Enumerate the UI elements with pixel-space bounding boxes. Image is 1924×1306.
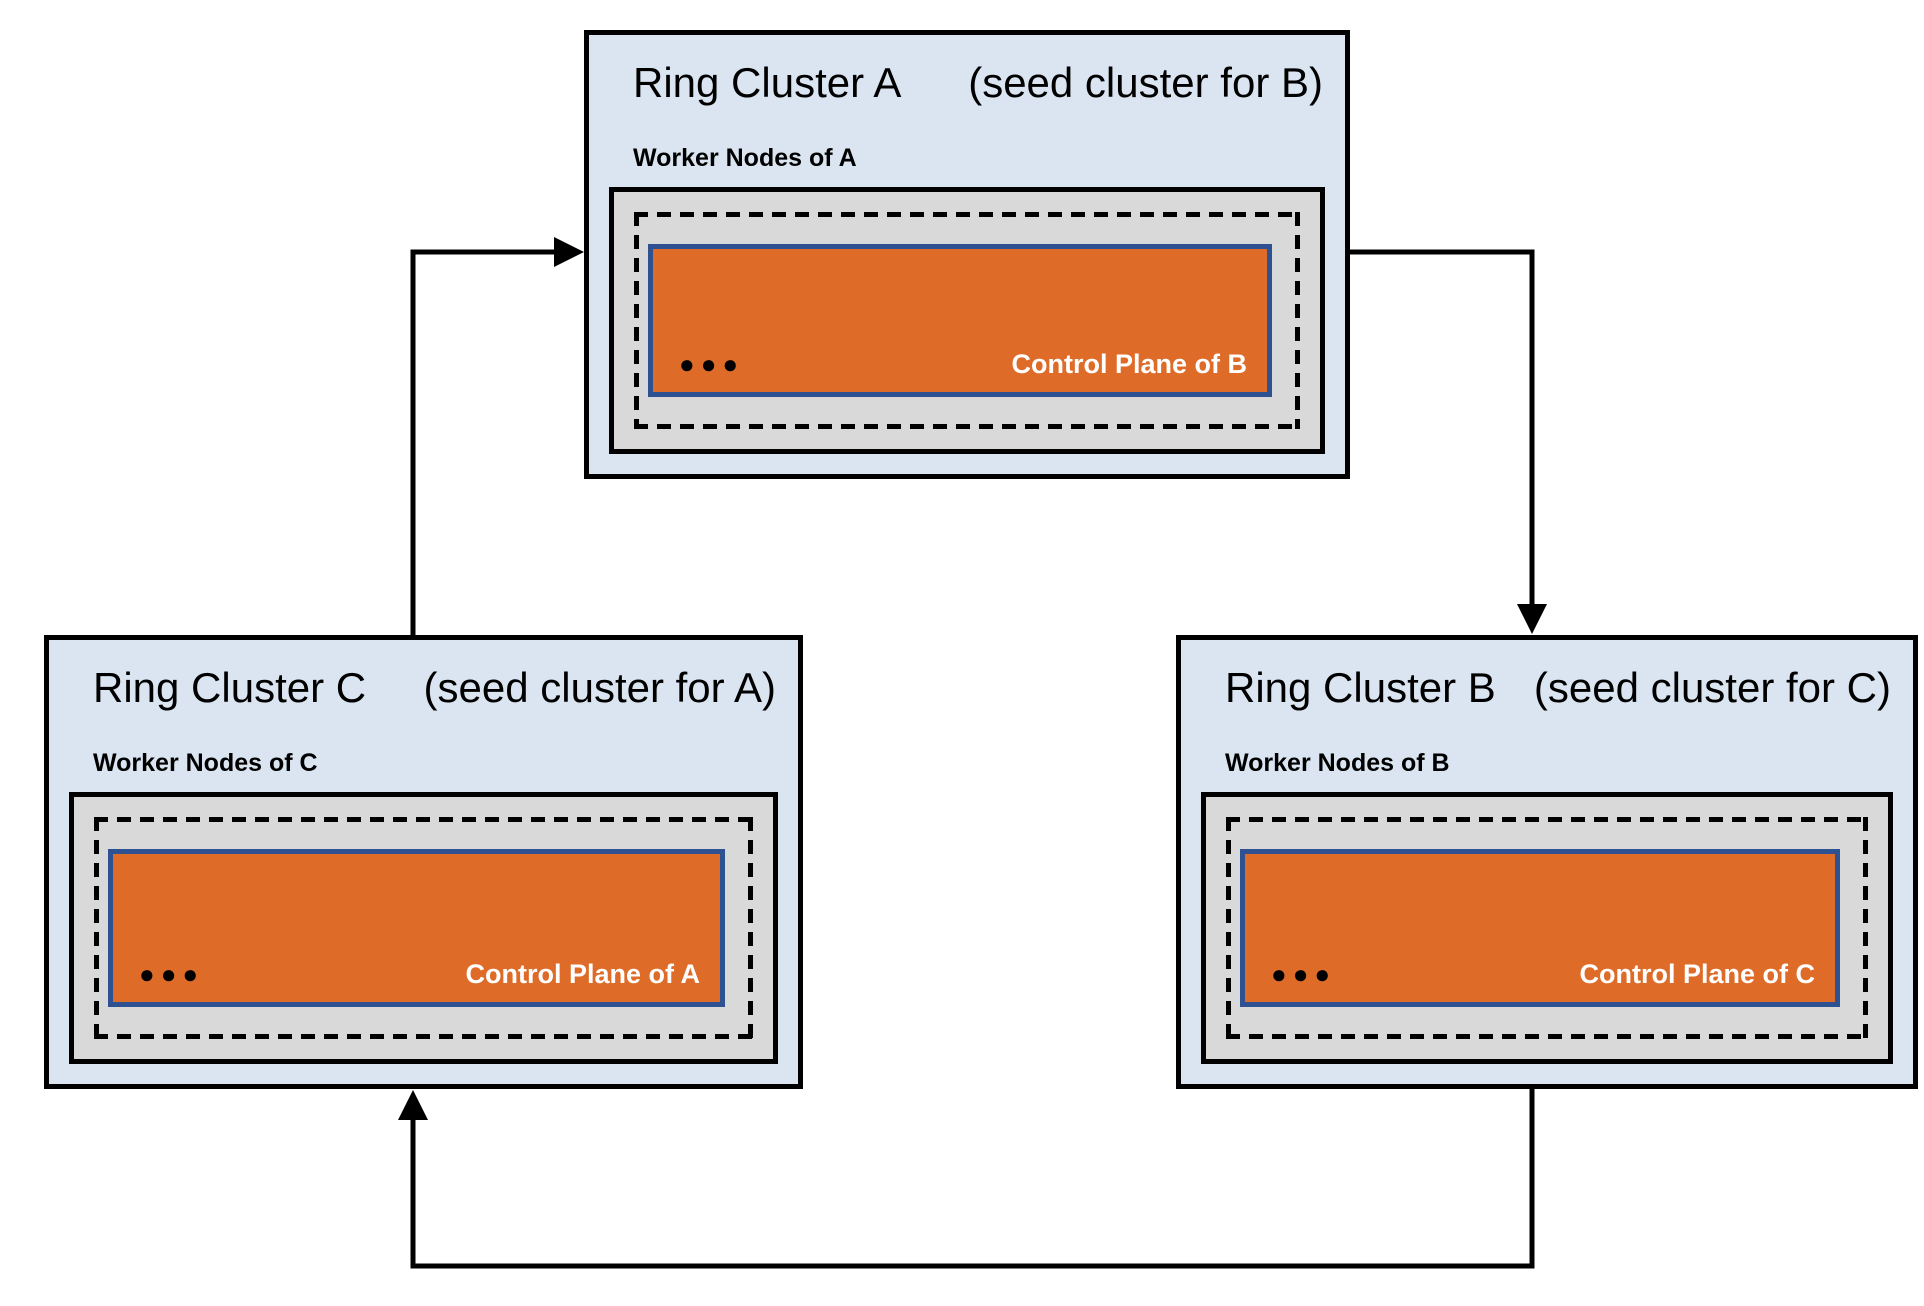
worker-nodes-box: ●●● Control Plane of C (1201, 792, 1893, 1064)
ellipsis-dots: ●●● (139, 959, 205, 989)
cluster-title: Ring Cluster C (seed cluster for A) (49, 640, 798, 714)
node-ring-dashed-border (94, 817, 753, 1039)
cluster-name: Ring Cluster C (93, 664, 367, 711)
seed-cluster-note: (seed cluster for A) (423, 664, 776, 711)
arrowhead-down-icon (1517, 604, 1547, 634)
cluster-title: Ring Cluster B (seed cluster for C) (1181, 640, 1913, 714)
control-plane-box: ●●● Control Plane of B (648, 244, 1272, 397)
control-plane-box: ●●● Control Plane of A (108, 849, 725, 1007)
arrow-b-to-c (398, 1087, 1535, 1269)
ellipsis-dots: ●●● (679, 349, 745, 379)
cluster-c: Ring Cluster C (seed cluster for A) Work… (44, 635, 803, 1089)
ellipsis-dots: ●●● (1271, 959, 1337, 989)
worker-nodes-label: Worker Nodes of A (633, 144, 857, 172)
arrowhead-right-icon (554, 237, 584, 267)
worker-nodes-box: ●●● Control Plane of A (69, 792, 778, 1064)
worker-nodes-label: Worker Nodes of C (93, 749, 318, 777)
control-plane-box: ●●● Control Plane of C (1240, 849, 1840, 1007)
cluster-b: Ring Cluster B (seed cluster for C) Work… (1176, 635, 1918, 1089)
control-plane-label: Control Plane of C (1579, 959, 1816, 989)
cluster-title: Ring Cluster A (seed cluster for B) (589, 35, 1345, 109)
node-ring-dashed-border (634, 212, 1300, 429)
cluster-name: Ring Cluster A (633, 59, 902, 106)
arrow-a-to-b (1350, 249, 1547, 634)
arrow-c-to-a (410, 237, 584, 636)
cluster-a: Ring Cluster A (seed cluster for B) Work… (584, 30, 1350, 479)
worker-nodes-label: Worker Nodes of B (1225, 749, 1450, 777)
control-plane-label: Control Plane of B (1011, 349, 1248, 379)
seed-cluster-note: (seed cluster for B) (968, 59, 1323, 106)
seed-cluster-note: (seed cluster for C) (1533, 664, 1891, 711)
node-ring-dashed-border (1226, 817, 1868, 1039)
control-plane-label: Control Plane of A (465, 959, 701, 989)
arrowhead-up-icon (398, 1090, 428, 1120)
worker-nodes-box: ●●● Control Plane of B (609, 187, 1325, 454)
cluster-name: Ring Cluster B (1225, 664, 1496, 711)
